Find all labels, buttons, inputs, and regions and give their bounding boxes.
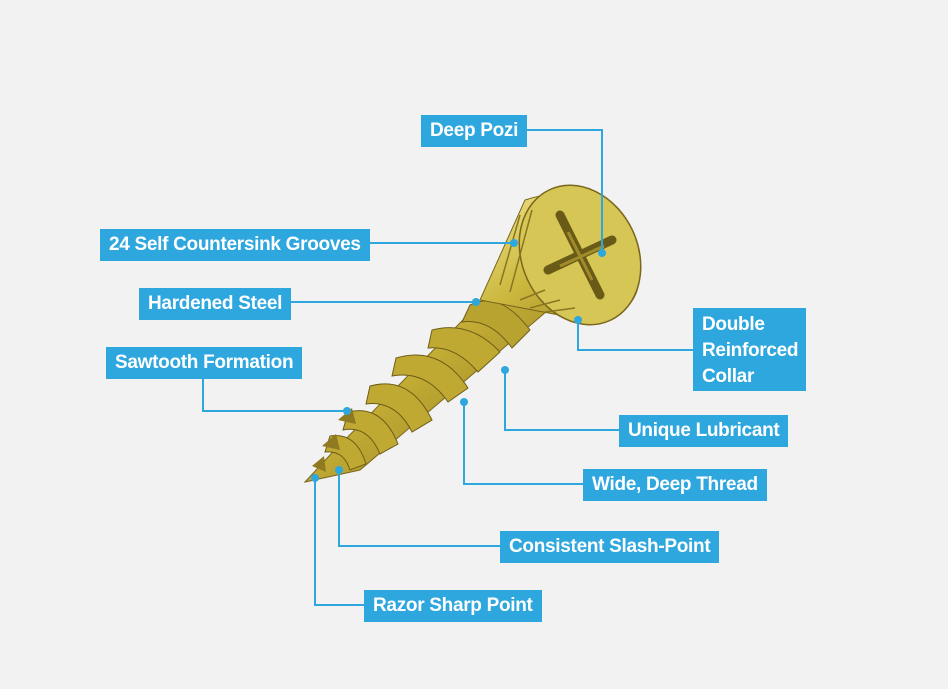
label-wide-deep-thread: Wide, Deep Thread xyxy=(583,469,767,501)
label-razor-sharp-point: Razor Sharp Point xyxy=(364,590,542,622)
leader-dots xyxy=(311,239,606,482)
screw-illustration xyxy=(303,184,642,483)
leader-lines xyxy=(202,129,694,606)
label-collar-line-3: Collar xyxy=(702,366,755,387)
label-collar-line-1: Double xyxy=(702,314,765,335)
label-countersink-grooves: 24 Self Countersink Grooves xyxy=(100,229,370,261)
label-sawtooth-formation: Sawtooth Formation xyxy=(106,347,303,379)
label-unique-lubricant: Unique Lubricant xyxy=(619,415,789,447)
label-double-reinforced-collar: Double Reinforced Collar xyxy=(693,308,806,391)
label-deep-pozi: Deep Pozi xyxy=(421,115,528,147)
label-consistent-slash-point: Consistent Slash-Point xyxy=(500,531,720,563)
label-hardened-steel: Hardened Steel xyxy=(139,288,292,320)
label-collar-line-2: Reinforced xyxy=(702,340,799,361)
